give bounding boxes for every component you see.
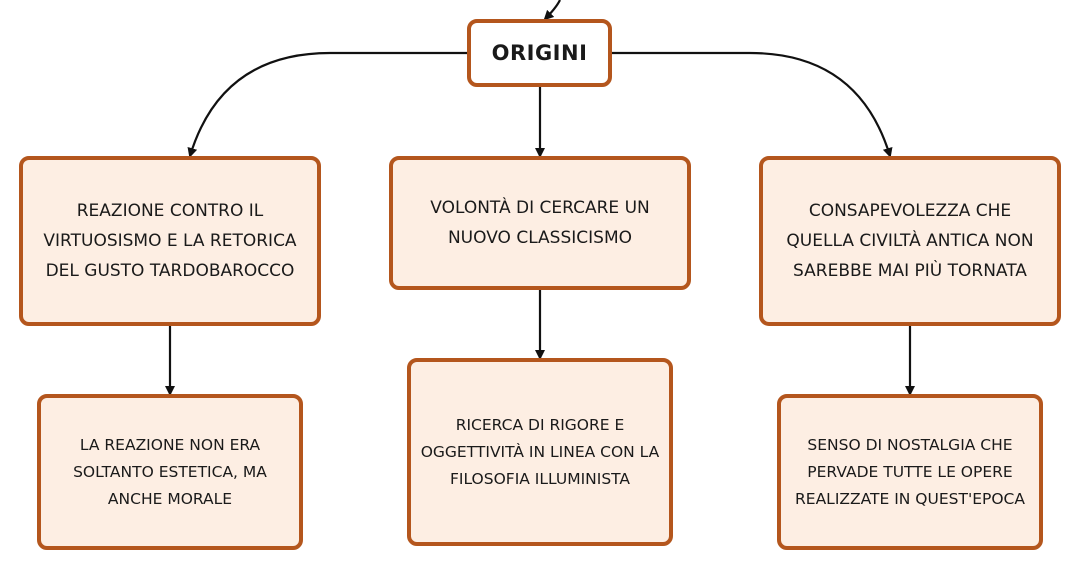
root-node-label: ORIGINI	[491, 41, 588, 65]
node-reazione-morale[interactable]: LA REAZIONE NON ERA SOLTANTO ESTETICA, M…	[37, 394, 303, 550]
node-consapevolezza-civilta[interactable]: CONSAPEVOLEZZA CHE QUELLA CIVILTÀ ANTICA…	[759, 156, 1061, 326]
node-label: RICERCA DI RIGORE E OGGETTIVITÀ IN LINEA…	[420, 415, 660, 488]
incoming-arrow	[543, 0, 561, 21]
node-label: SENSO DI NOSTALGIA CHE PERVADE TUTTE LE …	[795, 435, 1025, 508]
root-node-origini[interactable]: ORIGINI	[467, 19, 612, 87]
node-label: CONSAPEVOLEZZA CHE QUELLA CIVILTÀ ANTICA…	[786, 201, 1034, 281]
connector-root-to-right	[612, 51, 893, 158]
node-label: VOLONTÀ DI CERCARE UN NUOVO CLASSICISMO	[430, 198, 650, 248]
node-label: LA REAZIONE NON ERA SOLTANTO ESTETICA, M…	[73, 435, 267, 508]
connector-root-to-left	[187, 51, 467, 158]
node-rigore-oggettivita[interactable]: RICERCA DI RIGORE E OGGETTIVITÀ IN LINEA…	[407, 358, 673, 546]
node-volonta-classicismo[interactable]: VOLONTÀ DI CERCARE UN NUOVO CLASSICISMO	[389, 156, 691, 290]
node-reazione-virtuosismo[interactable]: REAZIONE CONTRO IL VIRTUOSISMO E LA RETO…	[19, 156, 321, 326]
node-label: REAZIONE CONTRO IL VIRTUOSISMO E LA RETO…	[43, 201, 297, 281]
node-senso-nostalgia[interactable]: SENSO DI NOSTALGIA CHE PERVADE TUTTE LE …	[777, 394, 1043, 550]
